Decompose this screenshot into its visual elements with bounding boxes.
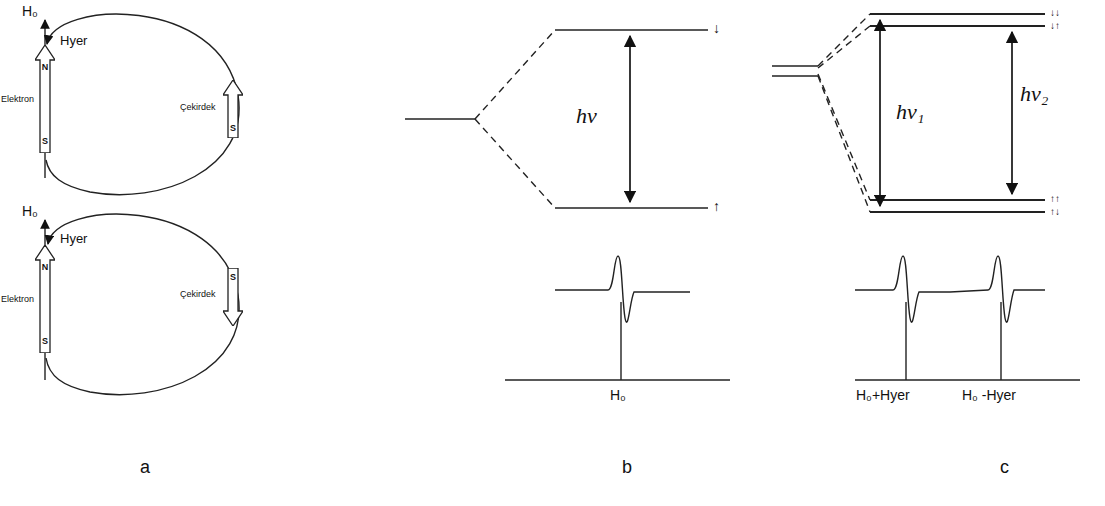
diagram-label: b [622, 458, 632, 478]
pole-letter: S [223, 273, 243, 282]
diagram-label: a [140, 458, 150, 478]
diagram-label: Çekirdek [180, 103, 216, 113]
bar-magnet: NS [35, 45, 55, 153]
pole-letter: S [35, 337, 55, 346]
diagram-label: Hyer [60, 232, 87, 246]
diagram-label: hν [576, 104, 597, 128]
pole-letter: S [223, 124, 243, 133]
bar-magnet: S [223, 80, 243, 138]
diagram-label: ↑↑ [1050, 193, 1060, 204]
diagram-label: Hyer [60, 34, 87, 48]
diagram-label: H₀ -Hyer [962, 388, 1016, 403]
bar-magnet: NS [35, 245, 55, 353]
pole-letter: N [35, 263, 55, 272]
diagram-label: H₀+Hyer [856, 388, 910, 403]
diagram-label: ↓↓ [1050, 7, 1060, 18]
diagram-label: hν₁ [896, 100, 924, 124]
diagram-label: H₀ [610, 388, 626, 403]
diagram-label: ↑ [713, 199, 720, 214]
diagram-label: ↑↓ [1050, 206, 1060, 217]
diagram-label: hν₂ [1020, 82, 1048, 106]
diagram-label: ↓ [713, 21, 720, 36]
pole-letter: N [35, 63, 55, 72]
diagram-label: Elektron [1, 95, 34, 105]
pole-letter: S [35, 137, 55, 146]
diagram-label: H₀ [22, 4, 38, 19]
diagram-label: Çekirdek [180, 290, 216, 300]
bar-magnet: S [223, 268, 243, 326]
diagram-label: c [1000, 458, 1009, 478]
diagram-label: ↓↑ [1050, 20, 1060, 31]
diagram-label: H₀ [22, 204, 38, 219]
diagram-label: Elektron [1, 295, 34, 305]
